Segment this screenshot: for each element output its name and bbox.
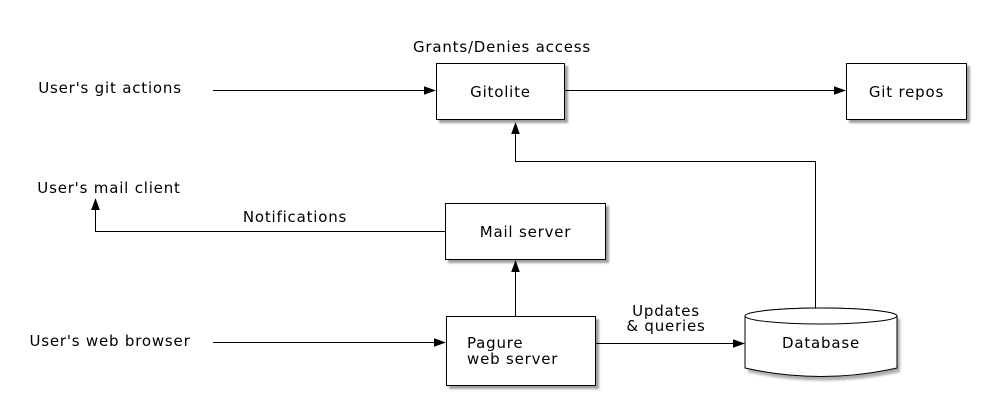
updates-label-line-2: & queries xyxy=(626,317,706,335)
edge-git-actions-to-gitolite xyxy=(213,86,436,95)
edge-pagure-to-database xyxy=(596,339,745,348)
database-node-label: Database xyxy=(782,334,860,352)
pagure-web-server-node: Pagure web server xyxy=(446,316,596,386)
arrowhead-up-icon xyxy=(511,260,520,272)
gitolite-node: Gitolite xyxy=(436,63,565,120)
git-repos-node-label: Git repos xyxy=(868,82,945,101)
database-cylinder xyxy=(744,307,900,381)
edge-mail-server-to-mail-client xyxy=(91,198,445,232)
git-repos-node: Git repos xyxy=(846,63,967,120)
pagure-label-line-2: web server xyxy=(467,350,559,368)
pagure-label-line-1: Pagure xyxy=(467,334,524,352)
database-cylinder-top xyxy=(744,307,898,325)
edge-line xyxy=(515,134,816,310)
label-users-git-actions: User's git actions xyxy=(38,79,182,97)
arrowhead-right-icon xyxy=(834,86,846,95)
edge-database-to-gitolite xyxy=(511,122,816,310)
arrowhead-right-icon xyxy=(434,338,446,347)
label-users-mail-client: User's mail client xyxy=(37,179,181,197)
label-updates-queries: Updates & queries xyxy=(516,304,816,334)
label-grants-denies-access: Grants/Denies access xyxy=(412,38,592,56)
label-users-web-browser: User's web browser xyxy=(29,332,191,350)
arrowhead-right-icon xyxy=(424,86,436,95)
pagure-web-server-node-label: Pagure web server xyxy=(467,335,558,367)
updates-label-line-1: Updates xyxy=(632,302,700,320)
gitolite-node-label: Gitolite xyxy=(470,82,531,101)
edge-pagure-to-mail-server xyxy=(511,260,520,316)
arrowhead-right-icon xyxy=(733,339,745,348)
label-notifications: Notifications xyxy=(242,208,348,226)
mail-server-node-label: Mail server xyxy=(479,222,572,241)
edge-web-browser-to-pagure xyxy=(213,338,446,347)
edge-gitolite-to-git-repos xyxy=(565,86,846,95)
arrowhead-up-icon xyxy=(91,198,100,210)
arrowhead-up-icon xyxy=(511,122,520,134)
mail-server-node: Mail server xyxy=(445,203,606,260)
edge-line xyxy=(95,210,445,232)
